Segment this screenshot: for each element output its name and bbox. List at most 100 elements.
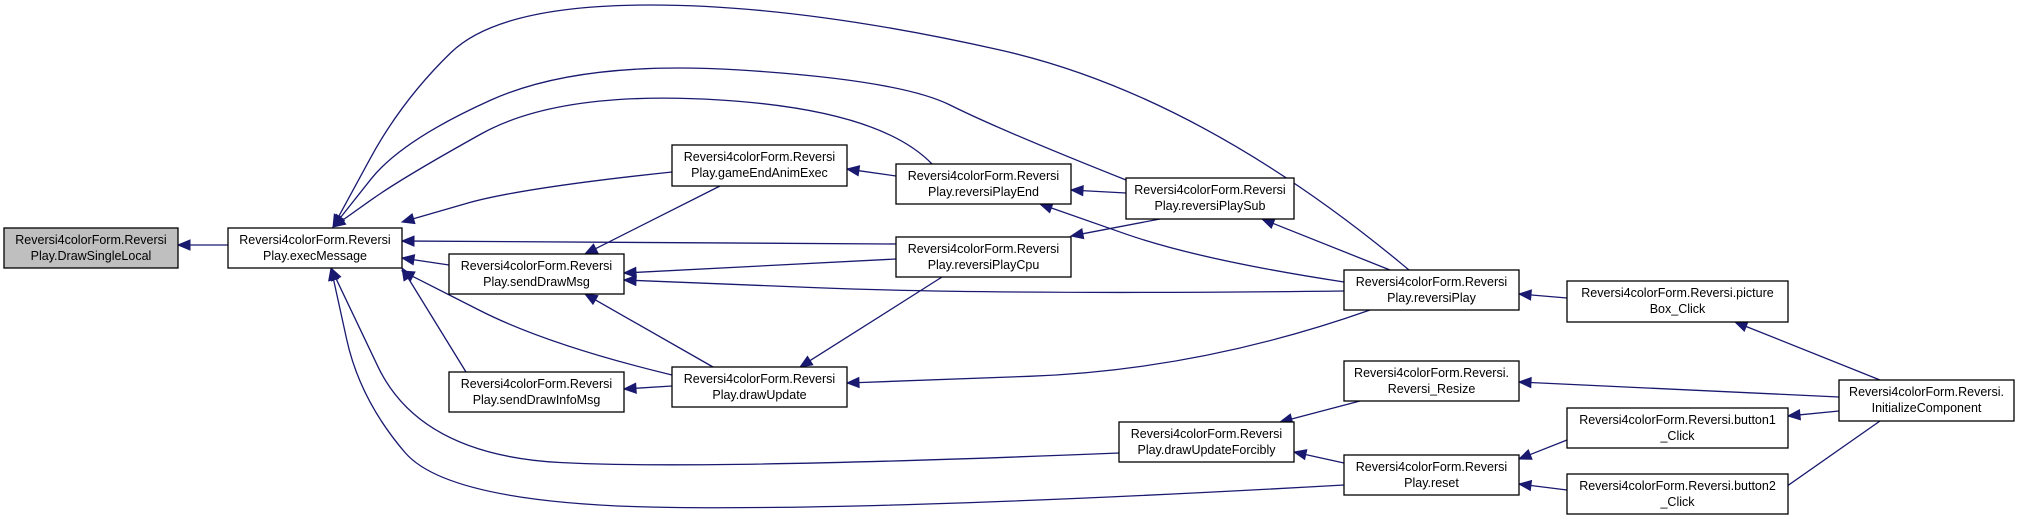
- arrowhead-icon: [1517, 449, 1533, 460]
- edge-reversiPlaySub-to-reversiPlayEnd: [1069, 184, 1127, 197]
- node-execMessage[interactable]: Reversi4colorForm.ReversiPlay.execMessag…: [227, 227, 403, 269]
- arrowhead-icon: [1069, 184, 1084, 197]
- arrowhead-icon: [1517, 376, 1532, 389]
- edge-line: [1081, 189, 1127, 194]
- edge-line: [341, 97, 933, 222]
- edge-line: [1744, 325, 1881, 381]
- edge-line: [634, 385, 673, 389]
- edge-line: [411, 275, 673, 376]
- edge-initializeComponent-to-button1Click: [1786, 409, 1840, 421]
- arrowhead-icon: [1260, 218, 1276, 229]
- edge-initializeComponent-to-reversiResize: [1517, 376, 1840, 398]
- edge-line: [1050, 207, 1345, 283]
- node-drawSingleLocal[interactable]: Reversi4colorForm.ReversiPlay.DrawSingle…: [3, 227, 179, 269]
- node-box: [895, 163, 1072, 205]
- arrowhead-icon: [328, 266, 340, 282]
- edge-reversiPlay-to-drawUpdate: [845, 309, 1371, 389]
- node-label-line2: Play.drawUpdateForcibly: [1137, 443, 1276, 457]
- edge-gameEndAnimExec-to-execMessage: [400, 171, 673, 225]
- node-label-line2: InitializeComponent: [1872, 401, 1982, 415]
- node-label-line1: Reversi4colorForm.Reversi.button2: [1579, 479, 1776, 493]
- edge-line: [335, 277, 1120, 466]
- node-box: [1125, 177, 1295, 220]
- arrowhead-icon: [1517, 289, 1532, 301]
- edge-line: [857, 309, 1371, 384]
- node-box: [1566, 473, 1789, 515]
- node-label-line1: Reversi4colorForm.Reversi.: [1354, 366, 1509, 380]
- arrowhead-icon: [583, 243, 599, 255]
- arrowhead-icon: [1786, 409, 1802, 421]
- edge-button2Click-to-reset: [1517, 479, 1568, 492]
- edge-reset-to-drawUpdateForcibly: [1292, 449, 1345, 464]
- edge-pictureBoxClick-to-reversiPlay: [1517, 289, 1568, 301]
- node-drawUpdateForcibly[interactable]: Reversi4colorForm.ReversiPlay.drawUpdate…: [1118, 421, 1295, 463]
- edge-reversiPlayCpu-to-execMessage: [400, 235, 897, 247]
- arrowhead-icon: [622, 274, 637, 287]
- node-gameEndAnimExec[interactable]: Reversi4colorForm.ReversiPlay.gameEndAni…: [671, 144, 848, 187]
- arrowhead-icon: [1733, 321, 1749, 332]
- arrowhead-icon: [845, 376, 860, 389]
- node-label-line2: Play.sendDrawInfoMsg: [473, 393, 601, 407]
- node-box: [1343, 360, 1520, 402]
- edge-line: [1529, 294, 1568, 299]
- node-reversiPlay[interactable]: Reversi4colorForm.ReversiPlay.reversiPla…: [1343, 269, 1520, 311]
- node-box: [448, 371, 625, 413]
- node-label-line2: Play.execMessage: [263, 249, 367, 263]
- node-box: [3, 227, 179, 269]
- arrowhead-icon: [1038, 202, 1054, 214]
- node-label-line2: Play.sendDrawMsg: [483, 275, 590, 289]
- node-button2Click[interactable]: Reversi4colorForm.Reversi.button2 _Click: [1566, 473, 1789, 515]
- node-label-line1: Reversi4colorForm.Reversi: [1134, 183, 1285, 197]
- node-label-line2: Play.reversiPlaySub: [1155, 199, 1266, 213]
- edge-reversiPlayEnd-to-gameEndAnimExec: [845, 165, 897, 177]
- node-label-line2: Play.DrawSingleLocal: [31, 249, 152, 263]
- node-label-line2: Box_Click: [1650, 302, 1706, 316]
- arrowhead-icon: [622, 266, 637, 279]
- node-reversiPlayCpu[interactable]: Reversi4colorForm.ReversiPlay.reversiPla…: [895, 236, 1072, 278]
- node-box: [227, 227, 403, 269]
- arrowhead-icon: [332, 213, 345, 229]
- edge-line: [1529, 381, 1840, 398]
- node-initializeComponent[interactable]: Reversi4colorForm.Reversi. InitializeComp…: [1838, 379, 2015, 422]
- arrowhead-icon: [1517, 479, 1533, 492]
- node-sendDrawInfoMsg[interactable]: Reversi4colorForm.ReversiPlay.sendDrawIn…: [448, 371, 625, 413]
- edge-reversiPlay-to-execMessage: [332, 4, 1410, 271]
- node-label-line1: Reversi4colorForm.Reversi: [684, 372, 835, 386]
- edge-line: [1081, 218, 1161, 235]
- edge-line: [1528, 439, 1568, 456]
- edge-line: [857, 169, 897, 177]
- edge-line: [412, 171, 673, 220]
- node-label-line2: _Click: [1659, 495, 1695, 509]
- arrowhead-icon: [400, 270, 416, 282]
- edge-line: [808, 276, 943, 362]
- edge-line: [412, 240, 897, 245]
- node-label-line2: _Click: [1659, 429, 1695, 443]
- node-box: [1566, 280, 1789, 323]
- node-reversiResize[interactable]: Reversi4colorForm.Reversi.Reversi_Resize: [1343, 360, 1520, 402]
- node-label-line1: Reversi4colorForm.Reversi: [908, 242, 1059, 256]
- edge-line: [337, 4, 1410, 271]
- edge-line: [634, 279, 1345, 294]
- node-box: [671, 366, 848, 408]
- arrowhead-icon: [1292, 449, 1308, 461]
- node-pictureBoxClick[interactable]: Reversi4colorForm.Reversi.pictureBox_Cli…: [1566, 280, 1789, 323]
- node-label-line1: Reversi4colorForm.Reversi: [461, 377, 612, 391]
- node-label-line1: Reversi4colorForm.Reversi.: [1849, 385, 2004, 399]
- edge-execMessage-to-drawSingleLocal: [176, 239, 228, 251]
- node-box: [1343, 269, 1520, 311]
- node-label-line2: Play.reversiPlay: [1387, 291, 1476, 305]
- edge-line: [594, 298, 714, 368]
- edge-line: [634, 258, 897, 274]
- edge-gameEndAnimExec-to-sendDrawMsg: [583, 185, 721, 255]
- node-sendDrawMsg[interactable]: Reversi4colorForm.ReversiPlay.sendDrawMs…: [448, 253, 625, 295]
- node-reversiPlaySub[interactable]: Reversi4colorForm.ReversiPlay.reversiPla…: [1125, 177, 1295, 220]
- node-label-line1: Reversi4colorForm.Reversi.button1: [1579, 413, 1776, 427]
- arrowhead-icon: [583, 293, 599, 306]
- node-reversiPlayEnd[interactable]: Reversi4colorForm.ReversiPlay.reversiPla…: [895, 163, 1072, 205]
- node-button1Click[interactable]: Reversi4colorForm.Reversi.button1 _Click: [1566, 407, 1789, 449]
- node-box: [1566, 407, 1789, 449]
- arrowhead-icon: [400, 213, 416, 225]
